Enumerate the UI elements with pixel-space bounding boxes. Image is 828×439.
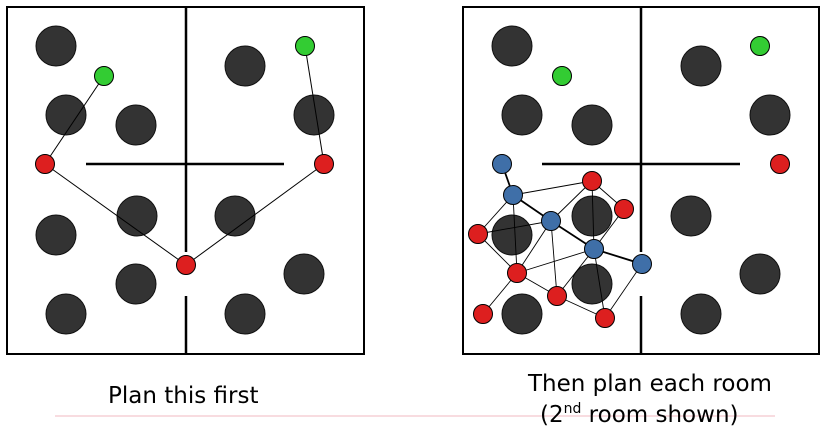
obstacle [571,195,613,237]
left-panel [6,6,365,355]
obstacle [214,195,256,237]
left-obstacles [35,25,335,335]
roadmap-node [595,308,615,328]
obstacle [115,263,157,305]
waypoint-node [770,154,790,174]
right-caption-line2-suffix: room shown) [581,402,739,428]
roadmap-node [547,286,567,306]
roadmap-edge [516,248,595,274]
roadmap-edge [593,248,606,319]
roadmap-edge [512,180,593,196]
roadmap-node [473,304,493,324]
obstacle [35,25,77,67]
obstacle [749,94,791,136]
right-caption-superscript: nd [563,401,582,417]
waypoint-node [176,255,196,275]
obstacle [293,94,335,136]
obstacle [224,45,266,87]
obstacle [571,263,613,305]
right-obstacles [491,25,791,335]
roadmap-edge [516,220,552,274]
path-edge [44,163,187,266]
roadmap-edge [591,180,595,250]
obstacle [491,214,533,256]
left-path [44,45,325,266]
obstacle [680,45,722,87]
obstacle [680,293,722,335]
obstacle [224,293,266,335]
path-edge [185,163,325,266]
path-node [541,211,561,231]
roadmap-edge [550,220,558,297]
start-node [552,66,572,86]
goal-node [750,36,770,56]
left-caption: Plan this first [108,383,259,409]
path-node [584,239,604,259]
obstacle [501,94,543,136]
roadmap-node [614,199,634,219]
obstacle [739,253,781,295]
roadmap-edge [477,220,552,235]
obstacle [283,253,325,295]
room-red-nodes [468,171,634,328]
path-edge [44,75,105,165]
waypoint-node [314,154,334,174]
obstacle [571,104,613,146]
waypoint-node [35,154,55,174]
path-node [503,185,523,205]
roadmap-node [507,263,527,283]
obstacle [501,293,543,335]
right-caption-line2-prefix: (2 [540,402,564,428]
right-panel [462,6,820,355]
start-node [94,66,114,86]
roadmap-edge [604,263,643,319]
right-caption-line2: (2nd room shown) [540,400,739,430]
room-blue-nodes [492,154,652,274]
path-node [492,154,512,174]
goal-node [295,36,315,56]
obstacle [35,214,77,256]
obstacle [115,104,157,146]
path-node [632,254,652,274]
obstacle [491,25,533,67]
obstacle [45,94,87,136]
path-edge [304,45,325,165]
obstacle [45,293,87,335]
obstacle [670,195,712,237]
roadmap-edge [512,194,518,274]
roadmap-node [582,171,602,191]
right-caption-line1: Then plan each room [528,371,772,397]
roadmap-node [468,224,488,244]
